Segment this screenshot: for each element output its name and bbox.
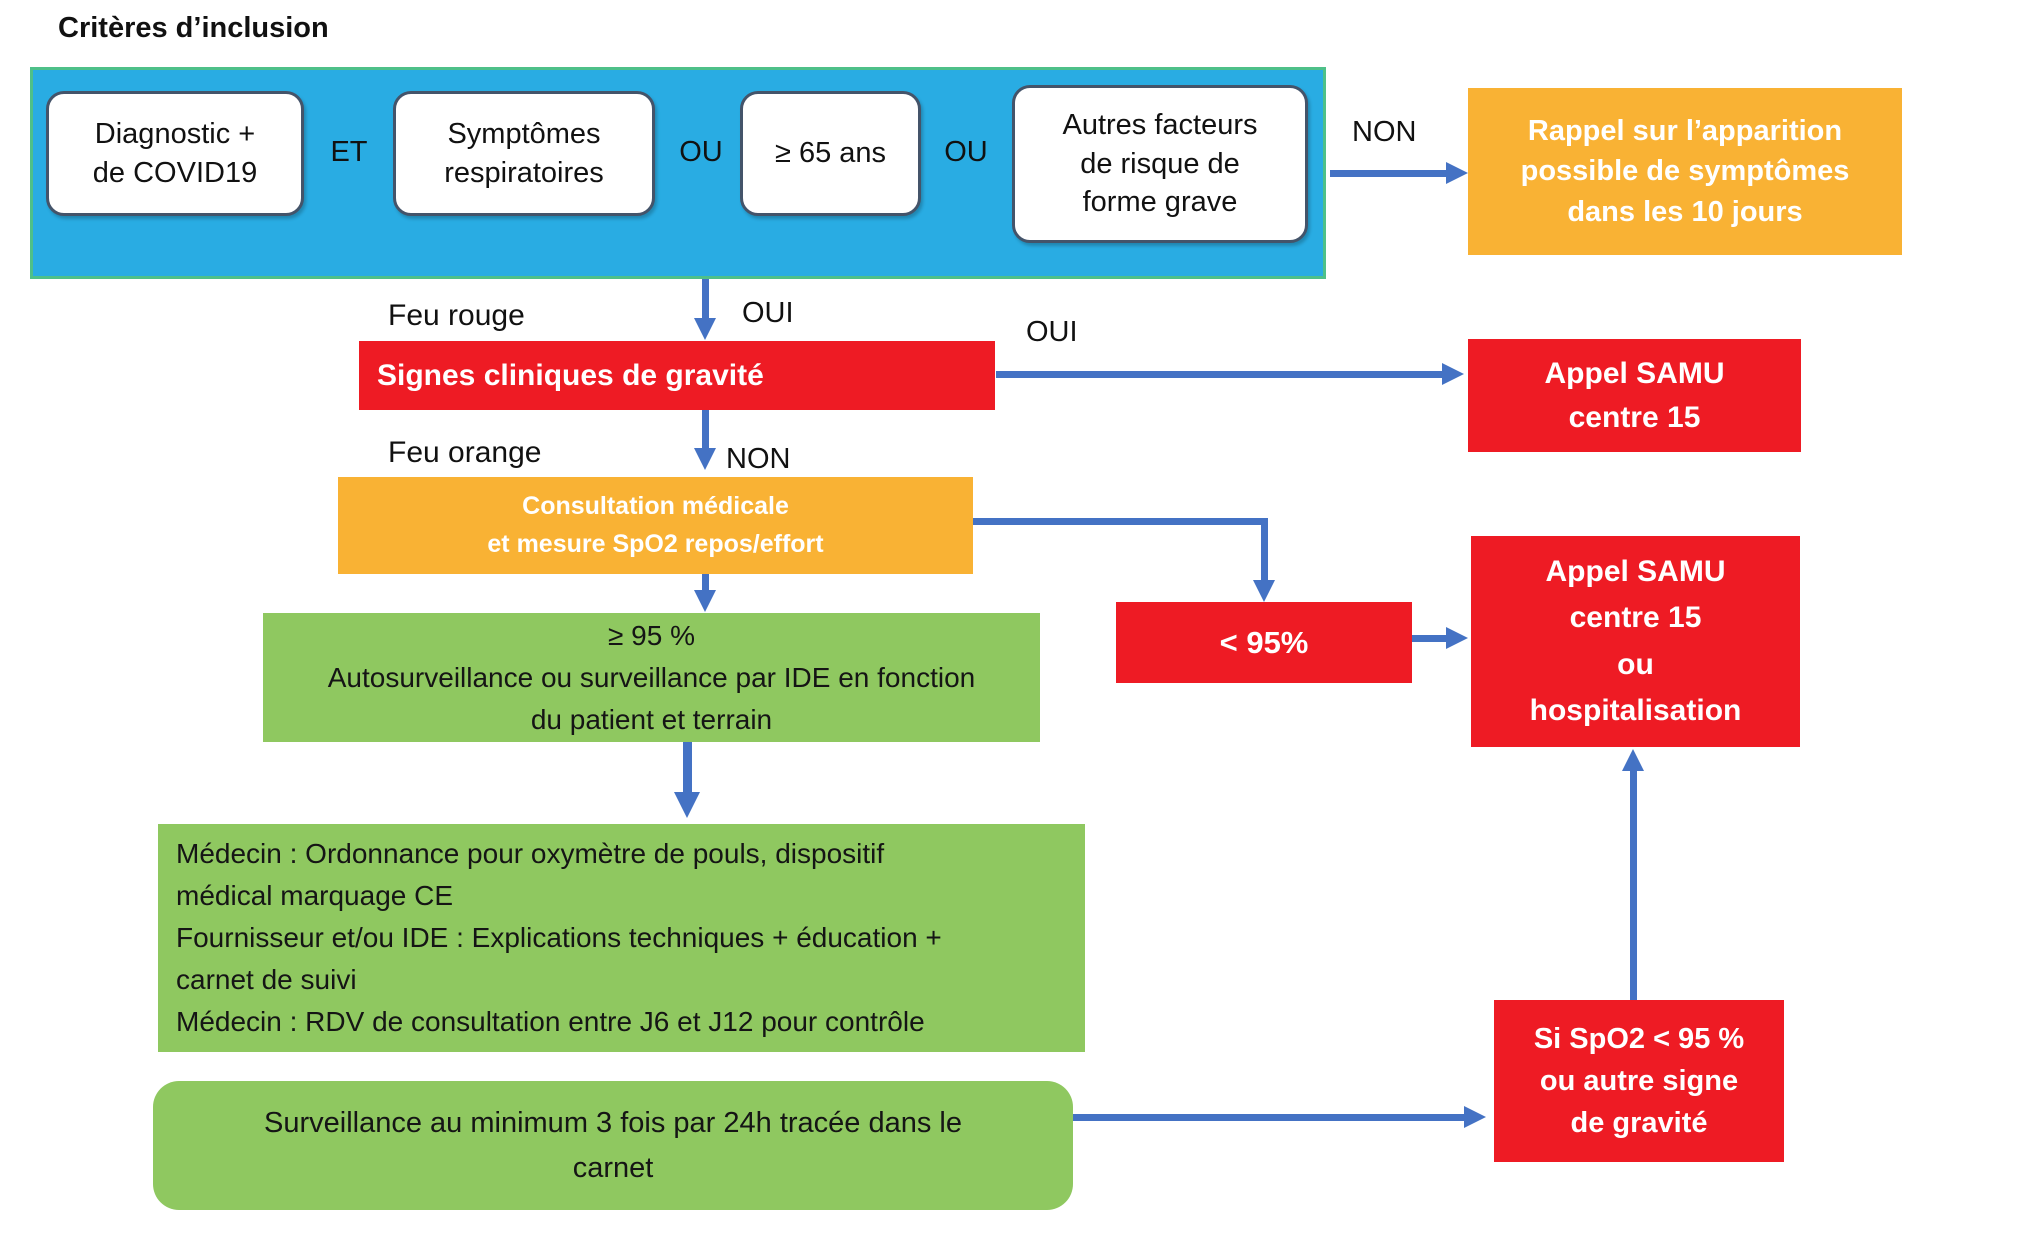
- label-feu-orange: Feu orange: [388, 436, 542, 469]
- text-line: Surveillance au minimum 3 fois par 24h t…: [264, 1106, 962, 1139]
- operator-ou-1: OU: [679, 136, 723, 168]
- connector-consultation-elbow-v: [1261, 518, 1268, 580]
- label-feu-rouge: Feu rouge: [388, 299, 525, 332]
- text-line: ou: [1617, 647, 1654, 681]
- arrow-non-down-head: [694, 448, 716, 470]
- text-line: < 95%: [1219, 624, 1309, 660]
- criteria-box-age: ≥ 65 ans: [740, 91, 921, 216]
- arrow-non-to-rappel-head: [1446, 162, 1468, 184]
- text-line: du patient et terrain: [530, 703, 773, 735]
- arrow-oui-down-line: [702, 279, 709, 318]
- text-line: Appel SAMU: [1544, 357, 1725, 390]
- text-line: ≥ 65 ans: [774, 137, 887, 170]
- arrow-signes-to-samu-line: [996, 371, 1442, 378]
- text-line: carnet: [572, 1151, 654, 1184]
- text-line: possible de symptômes: [1520, 155, 1850, 188]
- text-line: Autres facteurs: [1062, 109, 1258, 142]
- node-consultation-medicale: Consultation médicale et mesure SpO2 rep…: [338, 477, 973, 574]
- text-line: Médecin : RDV de consultation entre J6 e…: [176, 1006, 925, 1037]
- arrow-non-to-rappel-line: [1330, 170, 1446, 177]
- node-appel-samu-15: Appel SAMU centre 15: [1468, 339, 1801, 452]
- node-samu-hospitalisation: Appel SAMU centre 15 ou hospitalisation: [1471, 536, 1800, 747]
- node-si-spo2: Si SpO2 < 95 % ou autre signe de gravité: [1494, 1000, 1784, 1162]
- text-line: médical marquage CE: [176, 880, 454, 911]
- text-line: Autosurveillance ou surveillance par IDE…: [327, 661, 976, 693]
- criteria-box-facteurs: Autres facteurs de risque de forme grave: [1012, 85, 1308, 243]
- text-line: ou autre signe: [1539, 1064, 1739, 1097]
- arrow-surveillance-to-sispo2-line: [1073, 1114, 1464, 1121]
- label-non-top: NON: [1352, 116, 1417, 148]
- text-line: carnet de suivi: [176, 964, 357, 995]
- arrow-consultation-down-line: [702, 574, 709, 590]
- text-line: Fournisseur et/ou IDE : Explications tec…: [176, 922, 942, 953]
- node-inf-95: < 95%: [1116, 602, 1412, 683]
- connector-consultation-elbow-head: [1253, 580, 1275, 602]
- text-line: Rappel sur l’apparition: [1527, 115, 1843, 148]
- node-signes-gravite: Signes cliniques de gravité: [359, 341, 995, 410]
- text-line: Symptômes: [447, 117, 601, 150]
- text-line: ≥ 95 %: [608, 619, 695, 651]
- text-line: Médecin : Ordonnance pour oxymètre de po…: [176, 838, 885, 869]
- text-line: et mesure SpO2 repos/effort: [487, 529, 824, 558]
- node-rappel-symptomes: Rappel sur l’apparition possible de symp…: [1468, 88, 1902, 255]
- arrow-inf95-to-samu-head: [1446, 627, 1468, 649]
- connector-consultation-elbow-h: [973, 518, 1268, 525]
- text-line: de COVID19: [92, 156, 258, 189]
- page-title: Critères d’inclusion: [58, 12, 329, 44]
- text-line: hospitalisation: [1529, 694, 1742, 727]
- label-oui-down: OUI: [742, 297, 794, 329]
- arrow-signes-to-samu-head: [1442, 363, 1464, 385]
- arrow-oui-down-head: [694, 318, 716, 340]
- text-line: de risque de: [1080, 147, 1240, 180]
- text-line: centre 15: [1569, 601, 1702, 634]
- node-autosurveillance: ≥ 95 % Autosurveillance ou surveillance …: [263, 613, 1040, 742]
- operator-et: ET: [330, 136, 368, 168]
- operator-ou-2: OU: [944, 136, 988, 168]
- text-line: Consultation médicale: [522, 492, 789, 520]
- text-line: dans les 10 jours: [1567, 195, 1803, 228]
- text-line: respiratoires: [444, 156, 604, 189]
- arrow-consultation-down-head: [694, 590, 716, 612]
- arrow-autosurveillance-down-line: [683, 742, 692, 792]
- text-line: Si SpO2 < 95 %: [1533, 1022, 1745, 1055]
- text-line: Diagnostic +: [94, 117, 256, 150]
- text-line: de gravité: [1570, 1107, 1708, 1140]
- arrow-sispo2-up-head: [1622, 749, 1644, 771]
- text-line: Signes cliniques de gravité: [377, 358, 764, 392]
- arrow-surveillance-to-sispo2-head: [1464, 1106, 1486, 1128]
- label-non-down: NON: [726, 443, 791, 475]
- arrow-autosurveillance-down-head: [674, 792, 700, 818]
- label-oui-right: OUI: [1026, 316, 1078, 348]
- node-ordonnance-oxymetre: Médecin : Ordonnance pour oxymètre de po…: [158, 824, 1085, 1052]
- text-line: centre 15: [1568, 400, 1701, 434]
- text-line: forme grave: [1082, 186, 1238, 219]
- node-surveillance-carnet: Surveillance au minimum 3 fois par 24h t…: [153, 1081, 1073, 1210]
- arrow-sispo2-up-line: [1630, 771, 1637, 1000]
- text-line: Appel SAMU: [1545, 554, 1726, 588]
- criteria-box-diagnostic: Diagnostic + de COVID19: [46, 91, 304, 216]
- arrow-inf95-to-samu-line: [1412, 635, 1446, 642]
- criteria-box-symptomes: Symptômes respiratoires: [393, 91, 655, 216]
- arrow-non-down-line: [702, 410, 709, 448]
